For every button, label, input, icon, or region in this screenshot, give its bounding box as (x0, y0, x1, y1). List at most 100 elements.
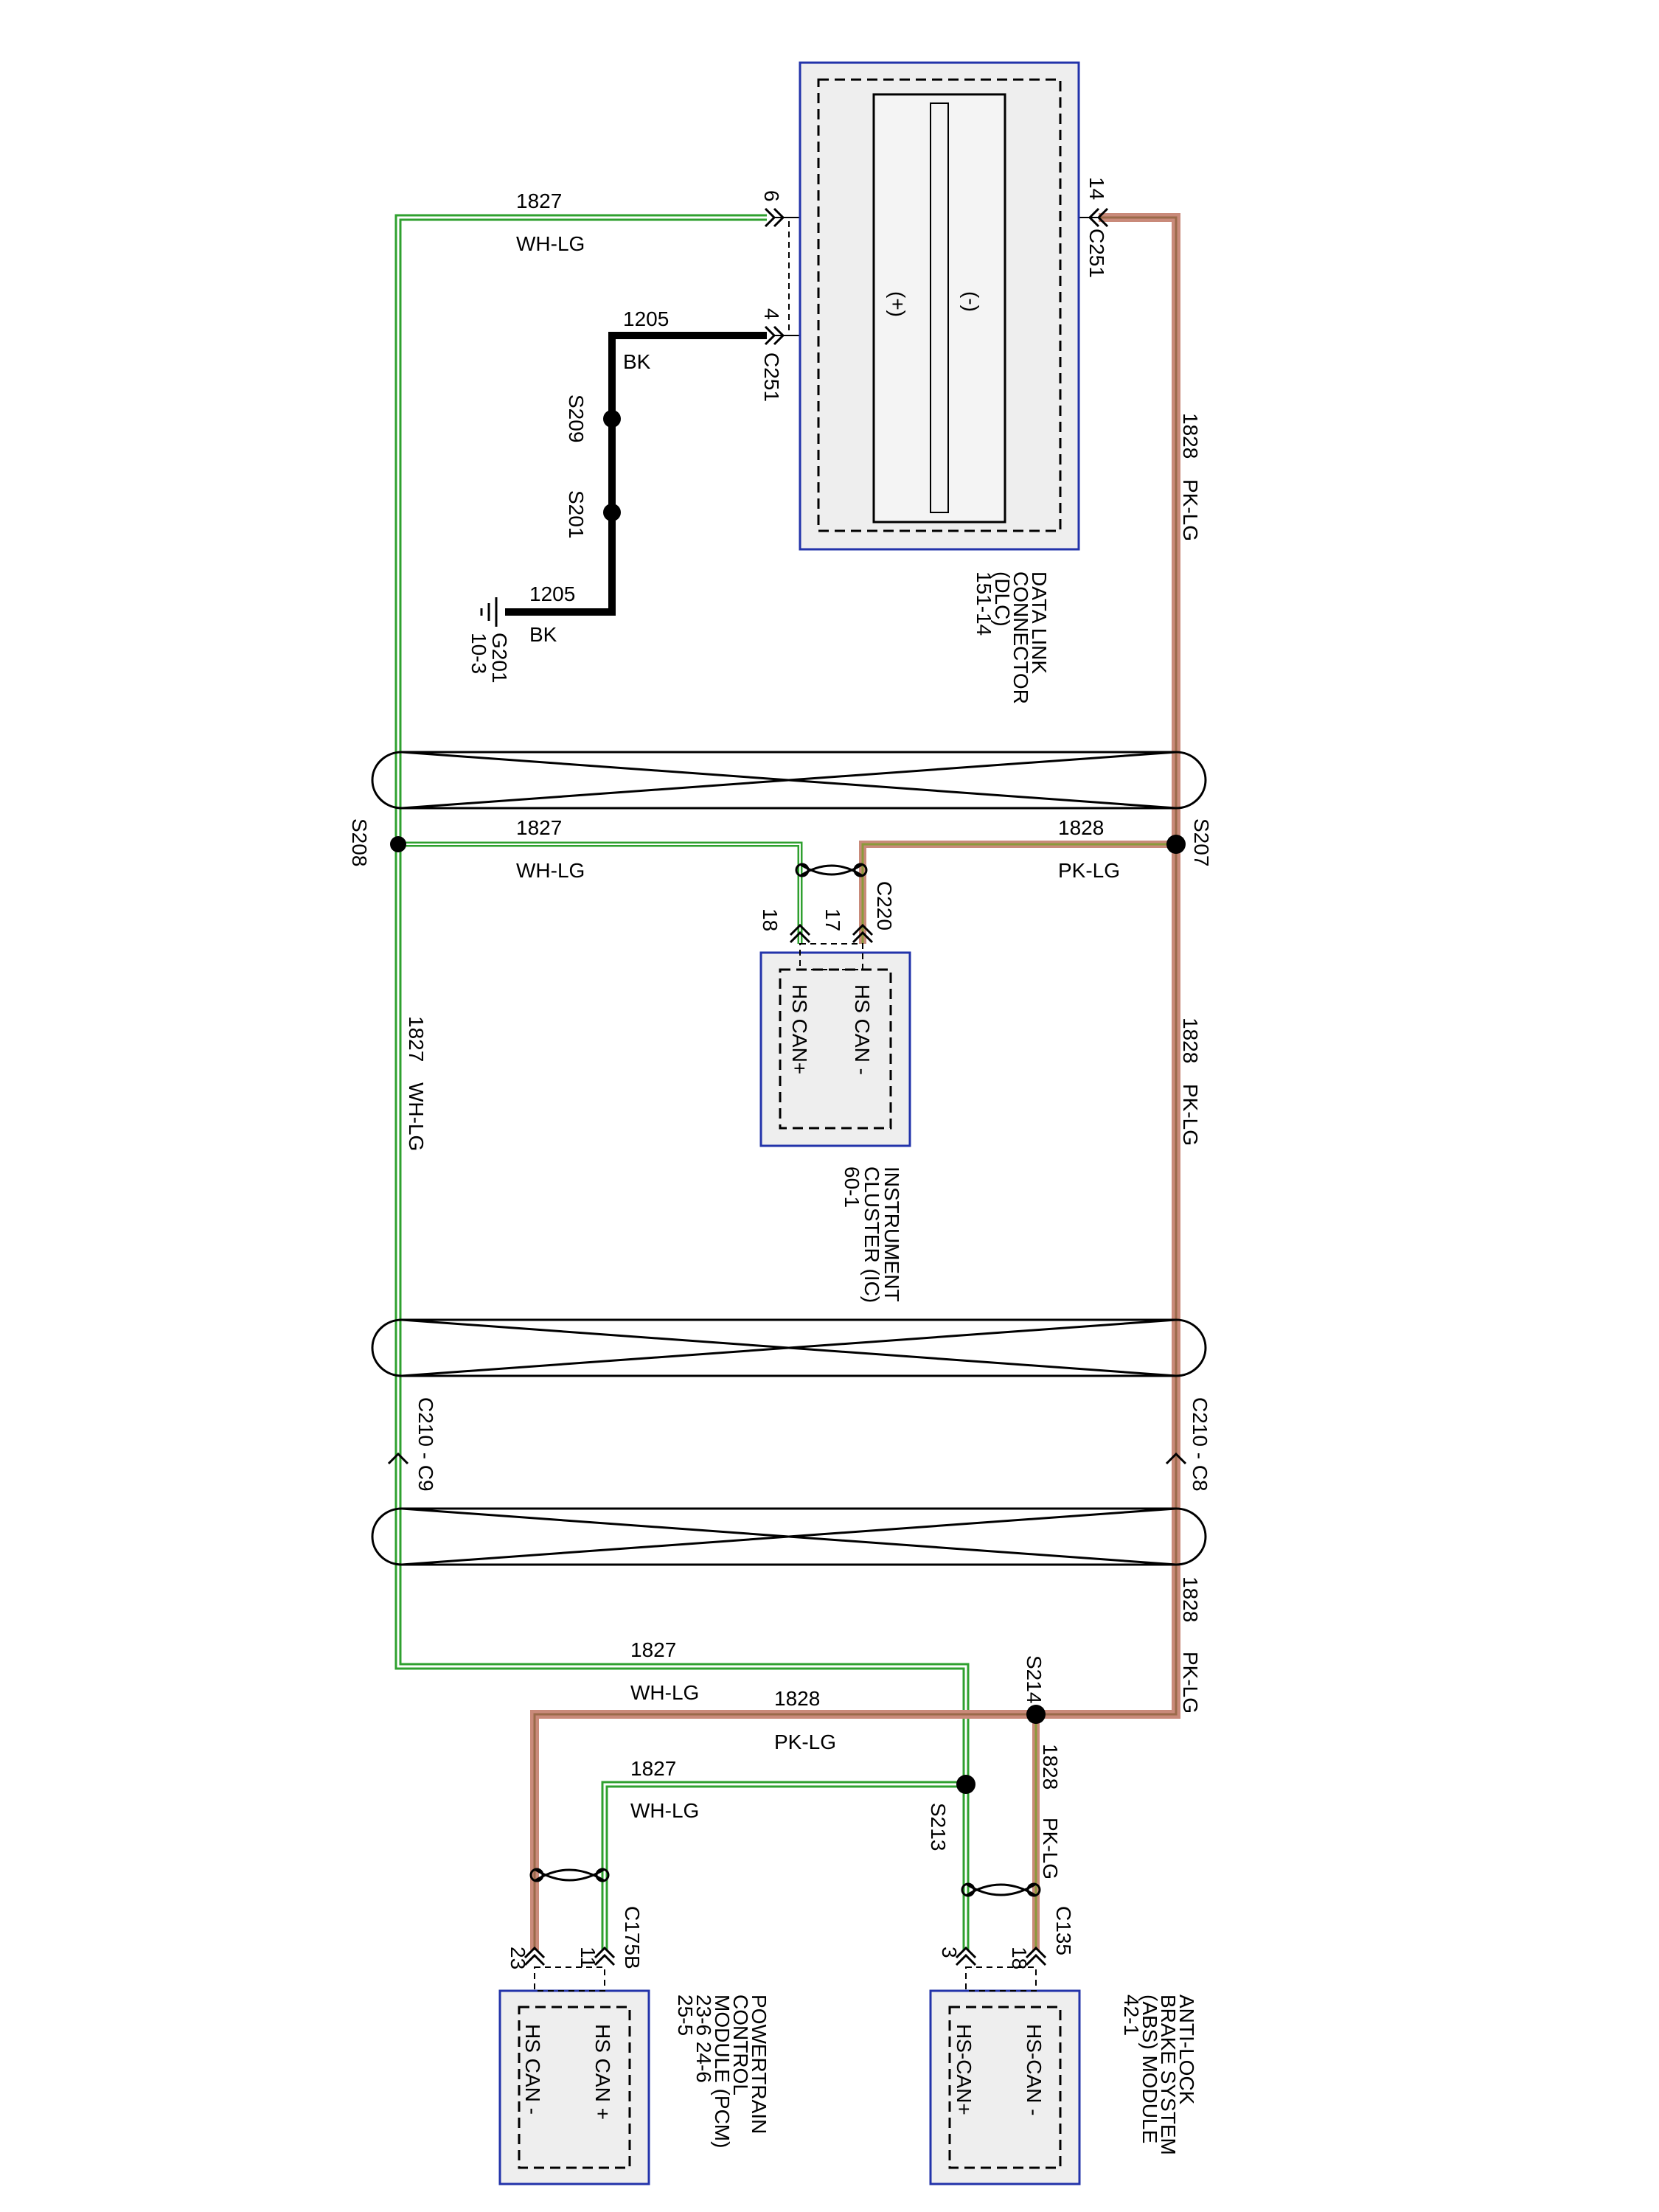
splice-s207-dot (1166, 835, 1186, 854)
splice-s209-label: S209 (565, 394, 588, 442)
svg-text:CONTROL: CONTROL (729, 1994, 752, 2096)
svg-text:INSTRUMENT: INSTRUMENT (880, 1166, 903, 1302)
wire-1205-ground (505, 332, 767, 616)
wire-1828-right-bus (1036, 213, 1180, 1719)
pcm-pin-hs-can-minus: HS CAN - (521, 2024, 544, 2115)
label-1827-top: 1827 (516, 189, 562, 212)
dlc-pin-4: 4 (760, 308, 783, 320)
pcm-conn-c175b: C175B (621, 1906, 644, 1969)
wire-1827-left-bus (394, 214, 970, 1784)
ic-pin-hs-can-plus: HS CAN+ (788, 984, 811, 1074)
abs-module (929, 1966, 1081, 2185)
svg-text:MODULE (PCM): MODULE (PCM) (711, 1994, 734, 2148)
svg-text:42-1: 42-1 (1120, 1994, 1143, 2036)
dlc-pin-6: 6 (760, 190, 783, 202)
dlc-conn-c251-right: C251 (1085, 229, 1108, 278)
abs-conn-c135: C135 (1052, 1906, 1075, 1955)
splice-s208-label: S208 (348, 818, 371, 866)
splice-s201-dot (603, 504, 621, 521)
splice-s213-label: S213 (927, 1803, 950, 1851)
label-whlg-s208: WH-LG (516, 859, 585, 882)
label-whlg-pcm: WH-LG (630, 1799, 699, 1822)
svg-text:DATA LINK: DATA LINK (1028, 571, 1051, 674)
splice-s208-dot (390, 836, 406, 852)
svg-text:60-1: 60-1 (841, 1166, 863, 1208)
label-pklg-s207: PK-LG (1058, 859, 1120, 882)
abs-pin-num-3: 3 (938, 1947, 961, 1958)
dlc-minus-label: (-) (960, 291, 983, 312)
pcm-pin-hs-can-plus: HS CAN + (591, 2024, 614, 2120)
ic-conn-c220: C220 (873, 881, 896, 931)
label-pklg-right-mid: PK-LG (1179, 1084, 1202, 1146)
svg-text:CLUSTER (IC): CLUSTER (IC) (860, 1166, 883, 1303)
wire-1827-pcm-branch (601, 1781, 966, 1950)
ground-icon (480, 597, 498, 627)
pcm-pin-num-23: 23 (507, 1947, 529, 1969)
inline-connector-left-label: C210 - C9 (414, 1397, 437, 1492)
dlc-module (799, 61, 1080, 551)
splice-s201-label: S201 (565, 490, 588, 538)
ground-ref: 10-3 (467, 633, 490, 674)
connector-arrow-icons (387, 207, 1187, 1966)
label-1205-ground: 1205 (529, 582, 575, 605)
svg-text:BRAKE SYSTEM: BRAKE SYSTEM (1157, 1994, 1180, 2155)
label-1828-bottom: 1828 (774, 1687, 820, 1710)
label-pklg-right-top: PK-LG (1179, 479, 1202, 541)
label-1827-left-mid: 1827 (405, 1016, 428, 1062)
label-1827-s208: 1827 (516, 816, 562, 839)
label-1828-abs: 1828 (1039, 1744, 1062, 1790)
label-whlg-bottom: WH-LG (630, 1681, 699, 1704)
ground-name: G201 (488, 633, 511, 684)
label-bk-ground: BK (529, 623, 557, 646)
splice-s214-dot (1026, 1705, 1046, 1724)
pcm-module (498, 1966, 650, 2185)
pcm-name-block: POWERTRAIN CONTROL MODULE (PCM) 23-6 24-… (674, 1994, 771, 2148)
label-pklg-right-low: PK-LG (1179, 1652, 1202, 1714)
splice-s213-dot (956, 1775, 975, 1794)
svg-text:(DLC): (DLC) (991, 571, 1014, 627)
abs-pin-num-18: 18 (1008, 1947, 1031, 1969)
inline-connector-right-label: C210 - C8 (1189, 1397, 1211, 1492)
svg-text:151-14: 151-14 (973, 571, 995, 636)
pcm-pin-num-11: 11 (577, 1947, 599, 1968)
label-1828-s207: 1828 (1058, 816, 1104, 839)
ic-name-block: INSTRUMENT CLUSTER (IC) 60-1 (841, 1166, 903, 1303)
label-bk-top: BK (623, 350, 651, 373)
label-whlg-left-mid: WH-LG (405, 1082, 428, 1151)
wire-1828-pcm-branch (530, 1710, 1036, 1950)
svg-text:CONNECTOR: CONNECTOR (1009, 571, 1032, 704)
abs-name-block: ANTI-LOCK BRAKE SYSTEM (ABS) MODULE 42-1 (1120, 1994, 1198, 2155)
svg-text:ANTI-LOCK: ANTI-LOCK (1175, 1994, 1198, 2105)
label-1828-right-low: 1828 (1179, 1576, 1202, 1622)
twist-marker-ic (795, 863, 868, 877)
wire-1827-ic-branch (398, 841, 803, 944)
twist-marker-pcm (529, 1868, 610, 1882)
twisted-pair-symbol-1 (371, 751, 1207, 810)
label-1828-right-mid: 1828 (1179, 1018, 1202, 1063)
dlc-conn-c251-gnd: C251 (760, 352, 783, 402)
abs-pin-hs-can-minus: HS-CAN - (1023, 2024, 1046, 2115)
label-1827-bottom: 1827 (630, 1638, 676, 1661)
label-1827-pcm: 1827 (630, 1757, 676, 1780)
ic-pin-num-18: 18 (759, 908, 782, 931)
abs-pin-hs-can-plus: HS-CAN+ (953, 2024, 975, 2115)
twisted-pair-symbol-3 (371, 1507, 1207, 1566)
ic-pin-num-17: 17 (821, 908, 844, 931)
label-1205-top: 1205 (623, 307, 669, 330)
splice-s214-label: S214 (1023, 1655, 1046, 1703)
label-pklg-abs: PK-LG (1039, 1818, 1062, 1879)
ic-module (759, 943, 911, 1147)
label-pklg-bottom: PK-LG (774, 1731, 836, 1753)
svg-text:POWERTRAIN: POWERTRAIN (748, 1994, 771, 2134)
svg-text:23-6 24-6: 23-6 24-6 (692, 1994, 715, 2083)
twist-marker-abs (961, 1882, 1041, 1897)
svg-text:(ABS) MODULE: (ABS) MODULE (1138, 1994, 1161, 2143)
splice-s209-dot (603, 410, 621, 428)
dlc-pin-14: 14 (1085, 177, 1108, 200)
dlc-plus-label: (+) (886, 291, 909, 317)
label-whlg-top: WH-LG (516, 232, 585, 255)
svg-text:25-5: 25-5 (674, 1994, 697, 2036)
ic-pin-hs-can-minus: HS CAN - (851, 984, 874, 1075)
wire-1828-ic-branch (859, 841, 1176, 944)
